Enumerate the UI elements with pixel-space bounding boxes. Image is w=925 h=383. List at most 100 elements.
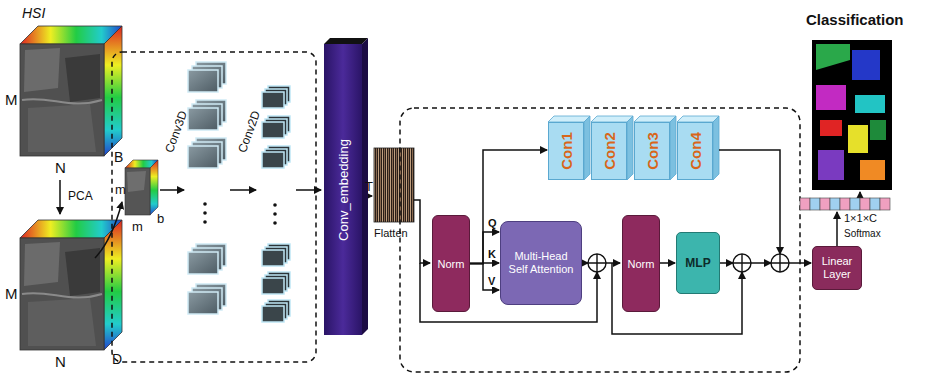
patch-cube bbox=[125, 168, 150, 215]
patch-arrow bbox=[95, 202, 122, 258]
output-vector bbox=[810, 198, 820, 210]
wire bbox=[859, 192, 861, 198]
conv2d-stack bbox=[262, 300, 290, 322]
pca-cube bbox=[20, 220, 122, 350]
wire bbox=[719, 150, 780, 254]
wire bbox=[720, 262, 733, 264]
node-label: Con3 bbox=[644, 132, 661, 170]
conv2d-stack bbox=[273, 203, 277, 207]
step-label: Conv3D bbox=[163, 109, 189, 154]
con-block-faces bbox=[670, 116, 676, 180]
node-label: Norm bbox=[628, 258, 655, 270]
classification-map bbox=[816, 44, 850, 70]
flow-arrow bbox=[368, 195, 372, 197]
node-label: Con1 bbox=[558, 132, 575, 170]
output-vector bbox=[870, 198, 880, 210]
classification-map bbox=[812, 40, 892, 190]
output-vector bbox=[880, 198, 890, 210]
hsi-cube bbox=[104, 26, 122, 156]
con-block-faces bbox=[713, 116, 719, 180]
classification-map bbox=[855, 95, 885, 113]
wire bbox=[751, 262, 771, 264]
con-block: Con3 bbox=[634, 122, 670, 180]
sum-node bbox=[733, 254, 751, 272]
sum-node bbox=[588, 254, 606, 272]
output-vector bbox=[820, 198, 830, 210]
pca-cube bbox=[24, 242, 60, 286]
conv3d-stack bbox=[203, 202, 207, 206]
pca-cube bbox=[28, 298, 96, 346]
classification-map bbox=[848, 125, 868, 153]
conv3d-stack bbox=[188, 100, 226, 130]
conv3d-stack bbox=[188, 244, 226, 274]
dimension-label: m bbox=[115, 183, 126, 196]
connector bbox=[660, 262, 675, 264]
hsi-cube bbox=[22, 99, 102, 104]
step-label: PCA bbox=[68, 190, 93, 202]
classification-map bbox=[818, 150, 844, 180]
sum-node bbox=[771, 254, 789, 272]
output-vector bbox=[850, 198, 860, 210]
figure-label: HSI bbox=[22, 6, 45, 20]
pca-cube bbox=[20, 238, 104, 350]
dimension-label: D bbox=[112, 352, 122, 366]
patch-cube bbox=[150, 160, 158, 215]
output-vector bbox=[800, 198, 810, 210]
classification-map bbox=[852, 50, 880, 80]
token-strip bbox=[374, 148, 414, 222]
step-label: Flatten bbox=[374, 228, 408, 239]
norm-box: Norm bbox=[622, 215, 660, 312]
hsi-cube bbox=[20, 44, 104, 156]
conv3d-stack bbox=[188, 284, 226, 314]
dimension-label: 1×1×C bbox=[844, 213, 877, 224]
flow-arrow bbox=[296, 189, 321, 191]
conv2d-stack bbox=[273, 221, 277, 225]
con-block-faces bbox=[584, 116, 590, 180]
con-block-faces bbox=[548, 116, 719, 180]
conv3d-stack bbox=[203, 220, 207, 224]
node-label: Multi-Head Self Attention bbox=[504, 250, 578, 276]
embedding-block: Conv_embedding bbox=[324, 44, 362, 335]
node-label: Linear Layer bbox=[816, 255, 858, 280]
classification-map bbox=[816, 85, 846, 110]
output-vector bbox=[800, 198, 890, 210]
conv2d-stack bbox=[262, 86, 290, 108]
pca-cube bbox=[22, 293, 102, 298]
conv3d-stack bbox=[188, 62, 226, 314]
dimension-label: b bbox=[157, 212, 164, 225]
conv2d-stack bbox=[273, 212, 277, 216]
pca-cube bbox=[65, 248, 100, 296]
dashed-group bbox=[400, 108, 800, 372]
connector bbox=[470, 264, 499, 291]
conv2d-stack bbox=[262, 116, 290, 138]
connector bbox=[470, 232, 499, 264]
conv2d-stack bbox=[262, 146, 290, 168]
dimension-label: m bbox=[132, 220, 143, 233]
con-block: Con2 bbox=[591, 122, 627, 180]
node-label: Con2 bbox=[601, 132, 618, 170]
conv3d-stack bbox=[188, 62, 226, 92]
output-vector bbox=[860, 198, 870, 210]
sum-node bbox=[588, 254, 789, 272]
conv3d-stack bbox=[188, 138, 226, 168]
edge-label: V bbox=[487, 276, 496, 287]
conv3d-stack bbox=[203, 211, 207, 215]
norm-box: Norm bbox=[432, 215, 470, 312]
con-block-faces bbox=[627, 116, 633, 180]
hsi-cube bbox=[20, 26, 122, 156]
sum-node bbox=[771, 254, 789, 272]
step-label: Conv2D bbox=[236, 109, 262, 154]
wire bbox=[606, 262, 620, 264]
wire bbox=[836, 212, 838, 246]
pca-arrow bbox=[59, 180, 61, 214]
conv2d-stack bbox=[262, 86, 290, 322]
pca-cube bbox=[104, 220, 122, 350]
patch-cube bbox=[127, 171, 146, 192]
dimension-label: N bbox=[55, 354, 66, 369]
output-vector bbox=[840, 198, 850, 210]
hsi-cube bbox=[65, 54, 100, 102]
node-label: MLP bbox=[685, 256, 710, 270]
